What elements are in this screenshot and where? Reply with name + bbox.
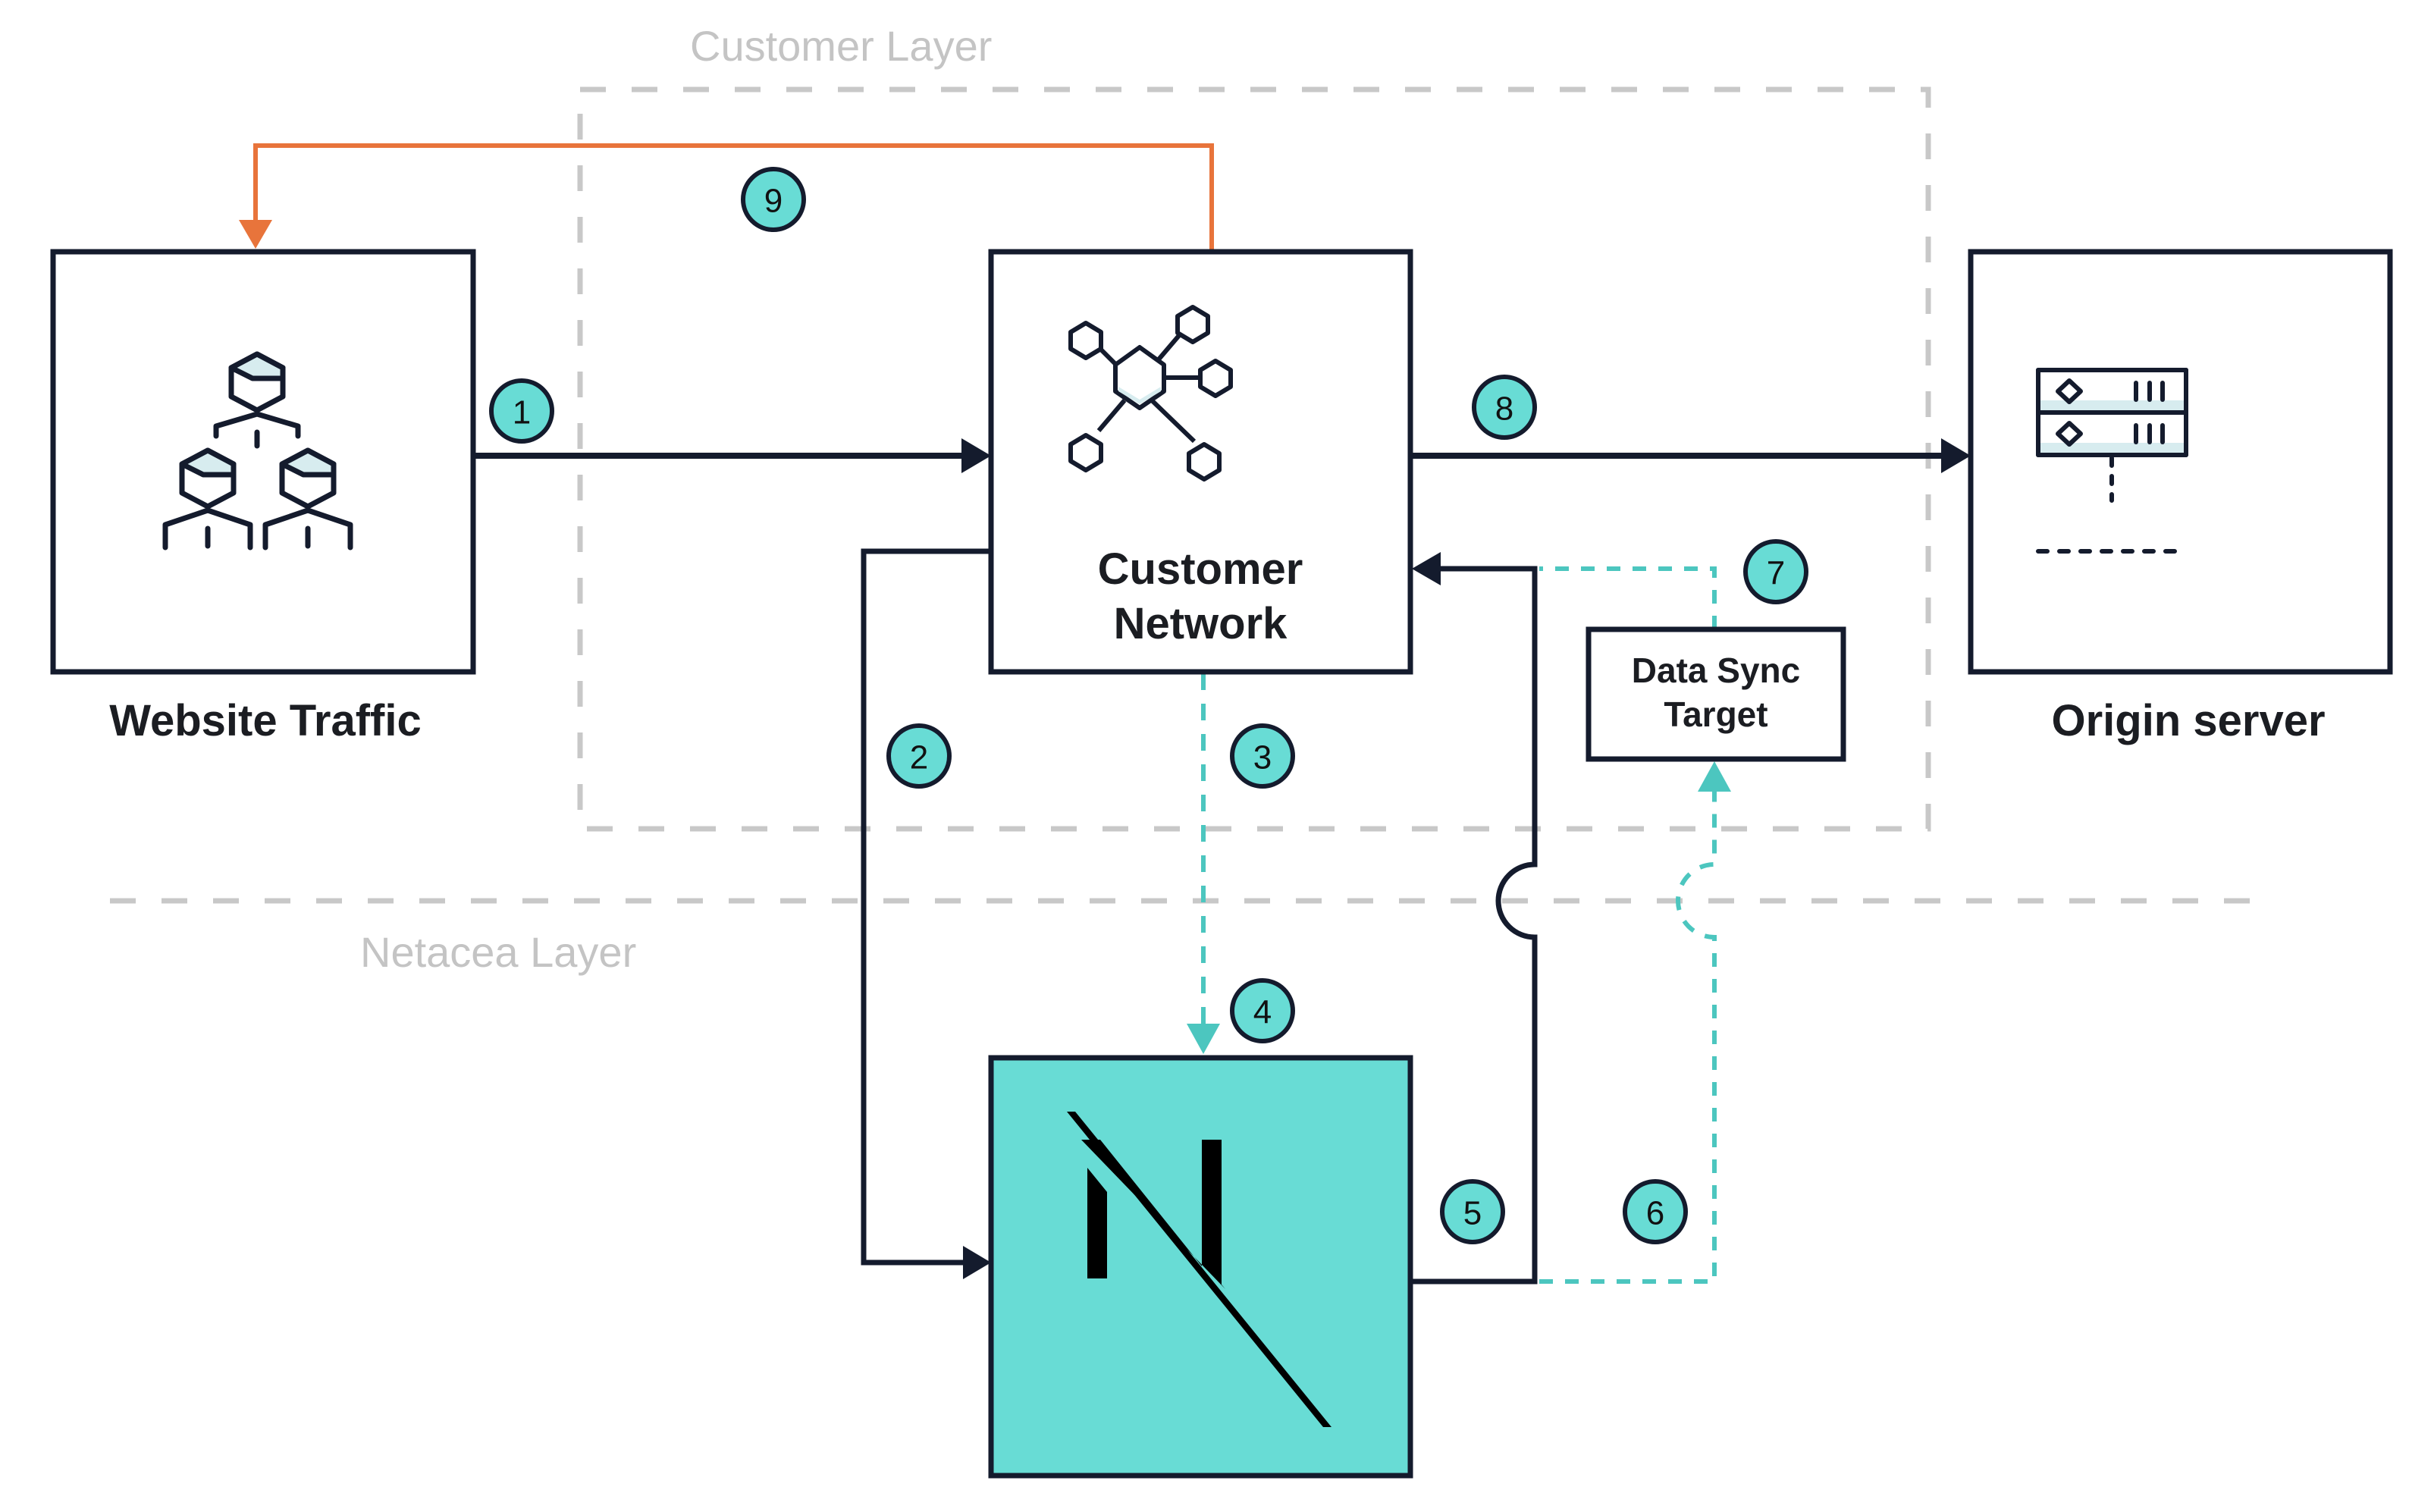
flow-9-line <box>253 143 1214 252</box>
svg-text:5: 5 <box>1463 1195 1482 1232</box>
svg-text:6: 6 <box>1646 1195 1664 1232</box>
origin-server-label: Origin server <box>2051 696 2325 745</box>
customer-layer-label: Customer Layer <box>690 22 992 70</box>
data-sync-target-label-line1: Data Sync <box>1632 651 1800 690</box>
flow-5-arrowhead <box>1412 552 1441 585</box>
svg-text:8: 8 <box>1495 391 1513 428</box>
customer-network-label-line2: Network <box>1114 599 1288 648</box>
netacea-logo-icon <box>1067 1112 1331 1427</box>
flow-5-line <box>1410 566 1538 1285</box>
flow-2-line <box>861 548 991 1266</box>
svg-text:3: 3 <box>1253 739 1272 776</box>
step-badge-9: 9 <box>741 167 806 232</box>
flow-4-arrowhead <box>1187 1024 1220 1054</box>
netacea-layer-label: Netacea Layer <box>360 928 636 976</box>
step-badge-1: 1 <box>489 378 554 444</box>
svg-text:1: 1 <box>513 394 531 431</box>
flow-2-arrowhead <box>963 1246 991 1279</box>
flow-7-line <box>1539 566 1717 629</box>
step-badge-3: 3 <box>1230 723 1295 789</box>
website-traffic-node[interactable] <box>50 249 476 675</box>
svg-text:2: 2 <box>910 739 928 776</box>
flow-6-arrowhead <box>1698 761 1731 792</box>
origin-server-node[interactable] <box>1968 249 2393 675</box>
svg-text:7: 7 <box>1767 555 1785 592</box>
netacea-node[interactable] <box>988 1055 1413 1479</box>
customer-layer-region <box>577 86 1931 832</box>
step-badge-5: 5 <box>1440 1179 1505 1244</box>
network-hub-icon <box>1068 305 1233 482</box>
flow-6-line <box>1539 789 1717 1284</box>
step-badge-2: 2 <box>886 723 952 789</box>
customer-network-label-line1: Customer <box>1098 544 1303 594</box>
data-sync-target-label-line2: Target <box>1664 695 1767 734</box>
customer-network-node[interactable] <box>988 249 1413 675</box>
flow-9-arrowhead <box>239 220 272 249</box>
flow-1-arrowhead <box>961 438 991 473</box>
server-rack-icon <box>2036 368 2188 554</box>
svg-text:9: 9 <box>764 183 783 220</box>
users-hierarchy-icon <box>162 351 353 551</box>
step-badge-7: 7 <box>1743 539 1808 604</box>
step-badge-4: 4 <box>1230 978 1295 1043</box>
website-traffic-label: Website Traffic <box>109 696 422 745</box>
data-sync-target-node[interactable] <box>1586 626 1846 762</box>
flow-8-arrowhead <box>1941 438 1971 473</box>
step-badge-6: 6 <box>1623 1179 1688 1244</box>
svg-text:4: 4 <box>1253 994 1272 1031</box>
step-badge-8: 8 <box>1472 375 1537 440</box>
